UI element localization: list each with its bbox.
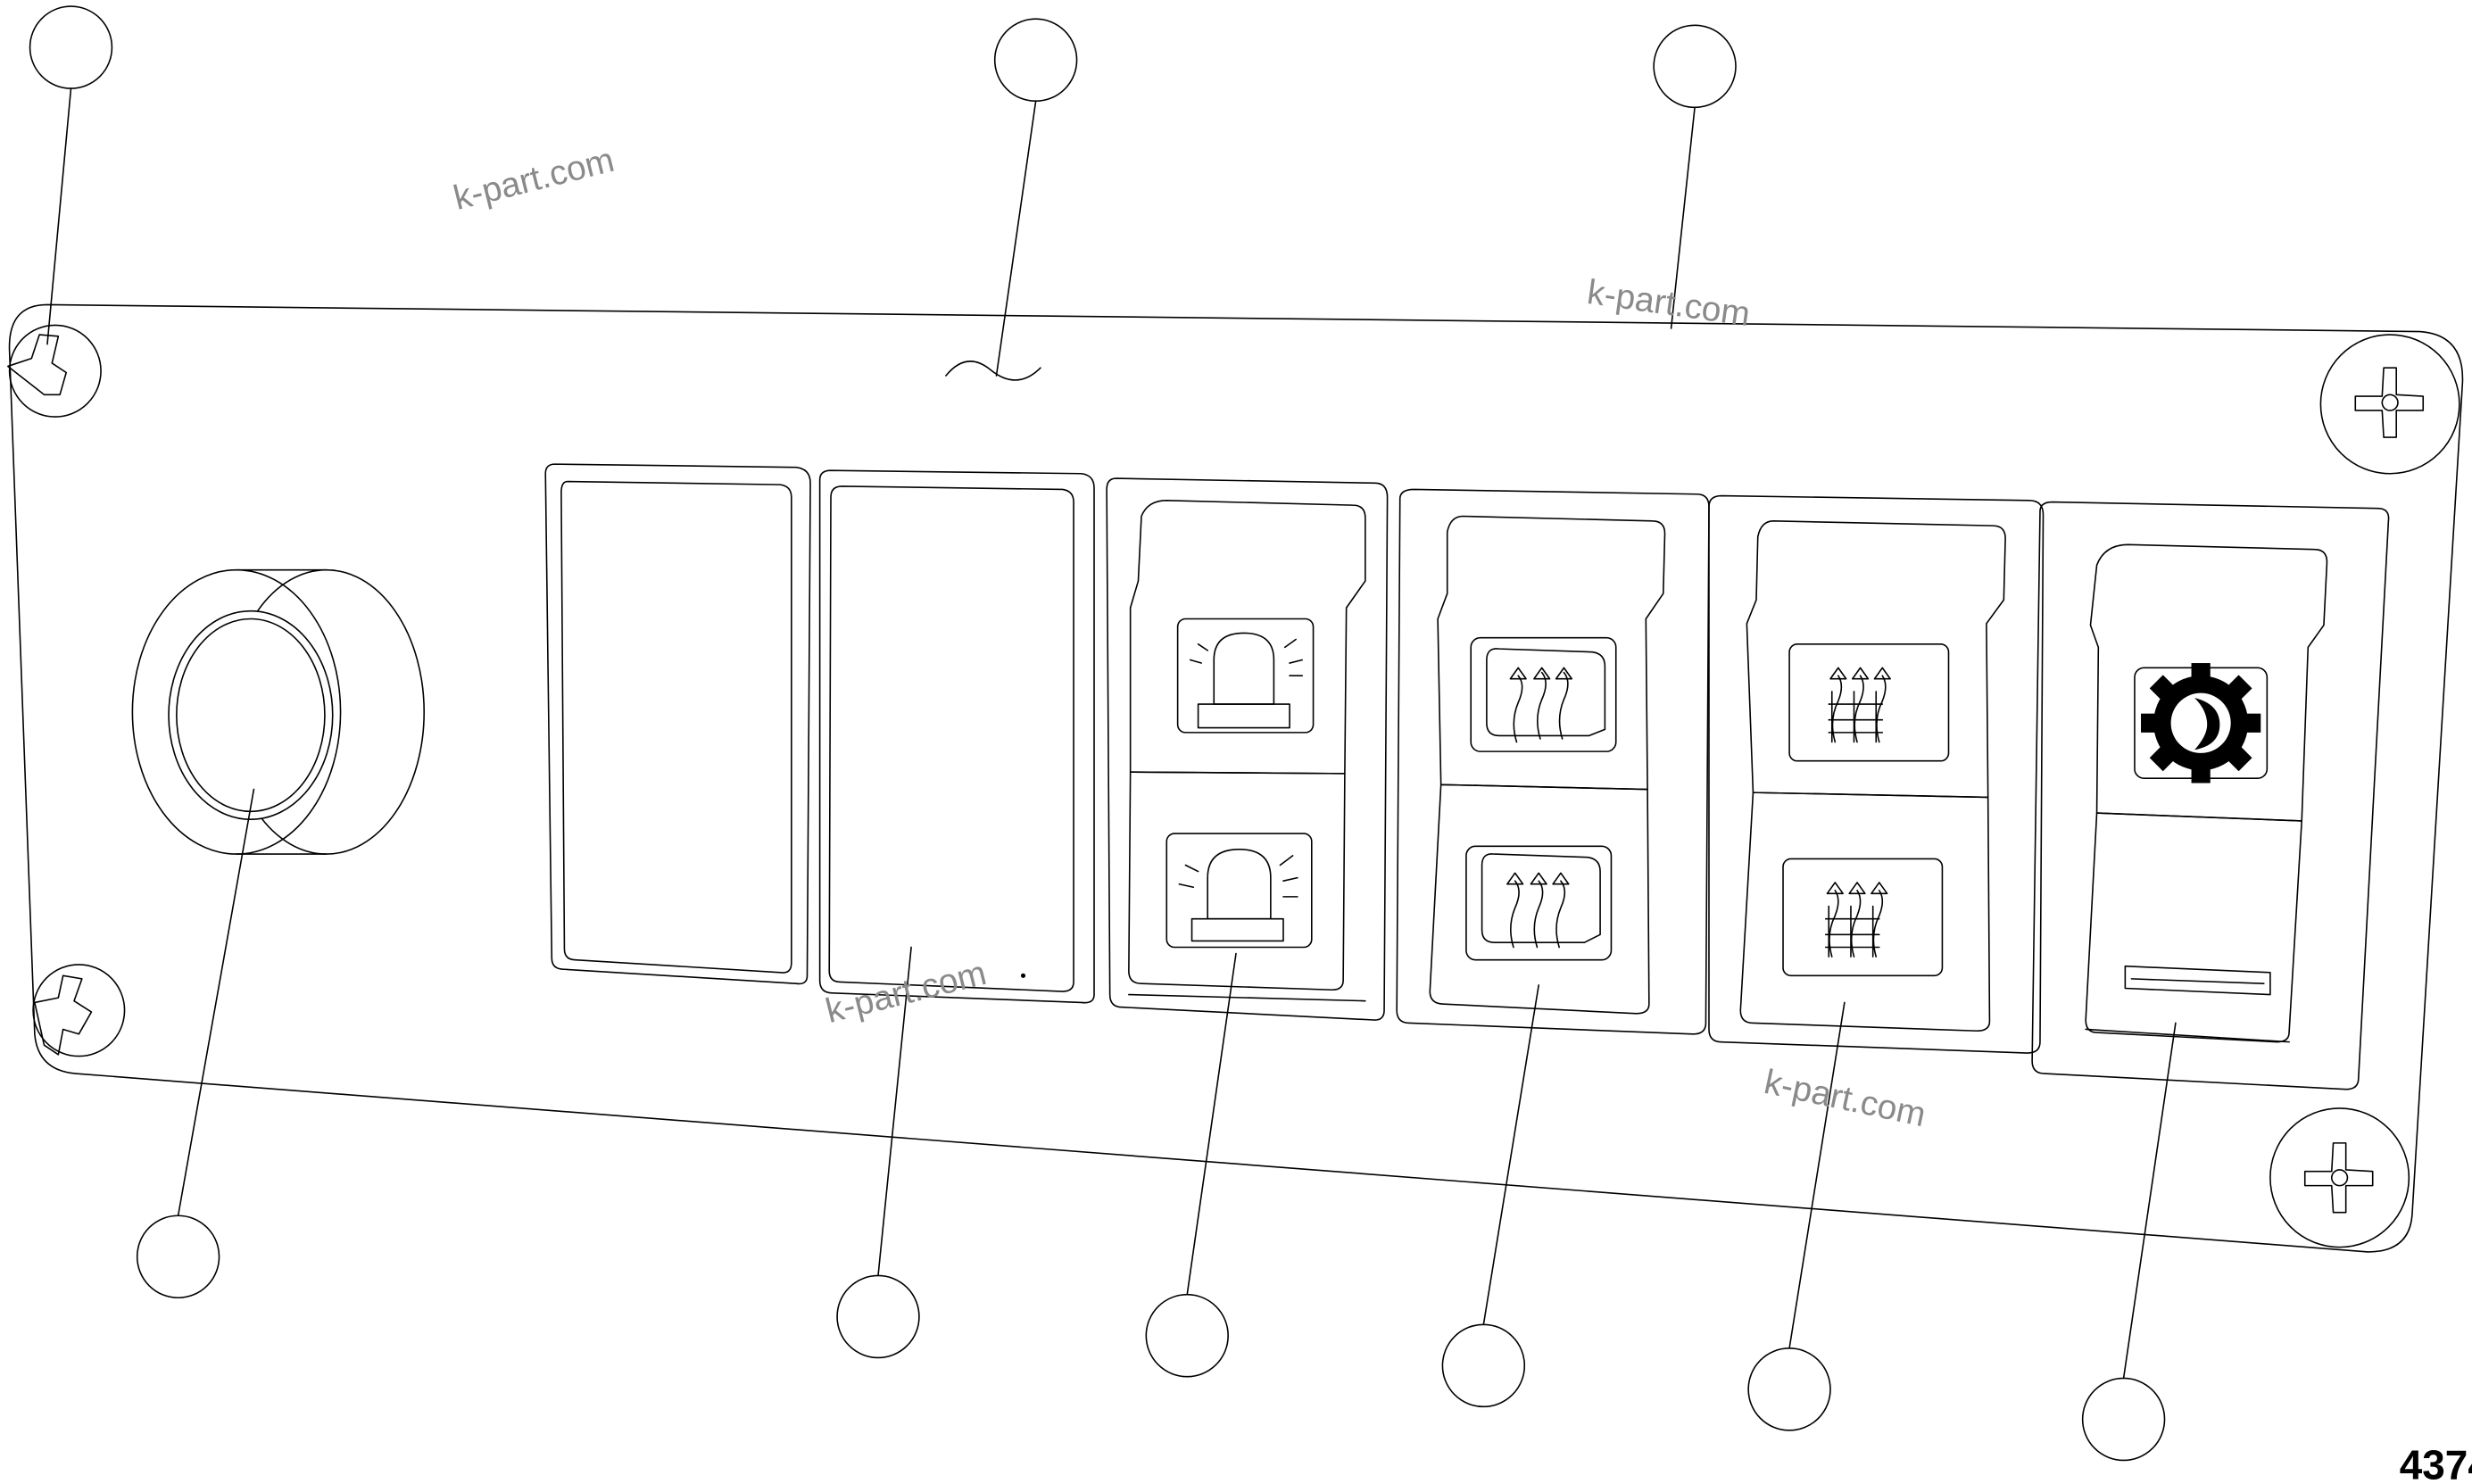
panel-plate	[10, 304, 2463, 1251]
callout-circle	[1442, 1324, 1524, 1406]
watermark: k-part.com	[1585, 273, 1753, 334]
screw-icon	[2270, 1108, 2409, 1248]
heated-mirror-switch	[1709, 496, 2044, 1054]
rear-defrost-switch	[1397, 489, 1709, 1033]
lighting-switch	[2032, 502, 2388, 1090]
screw-icon	[8, 325, 101, 417]
callout-circle	[137, 1215, 220, 1297]
gear-light-icon	[2141, 663, 2261, 783]
watermark: k-part.com	[822, 954, 990, 1031]
screw-icon	[33, 965, 124, 1057]
screw-icon	[2320, 335, 2459, 474]
callout-circle	[2083, 1378, 2165, 1460]
callout-circle	[1654, 25, 1736, 107]
blank-plug	[820, 470, 1094, 1002]
beacon-switch	[1107, 478, 1387, 1020]
leader-lines	[47, 88, 2176, 1378]
figure-number: 43747	[2400, 1442, 2472, 1484]
callout-circle	[995, 19, 1077, 101]
callout-circle	[837, 1275, 919, 1357]
callout-circle	[30, 6, 112, 88]
dot-mark	[1022, 974, 1025, 978]
watermark: k-part.com	[450, 141, 618, 218]
blank-plug	[545, 464, 810, 983]
callout-circle	[1748, 1348, 1830, 1430]
callout-circle	[1146, 1295, 1228, 1377]
rotary-knob	[132, 570, 424, 854]
watermark: k-part.com	[1761, 1063, 1929, 1134]
break-symbol	[946, 361, 1041, 380]
